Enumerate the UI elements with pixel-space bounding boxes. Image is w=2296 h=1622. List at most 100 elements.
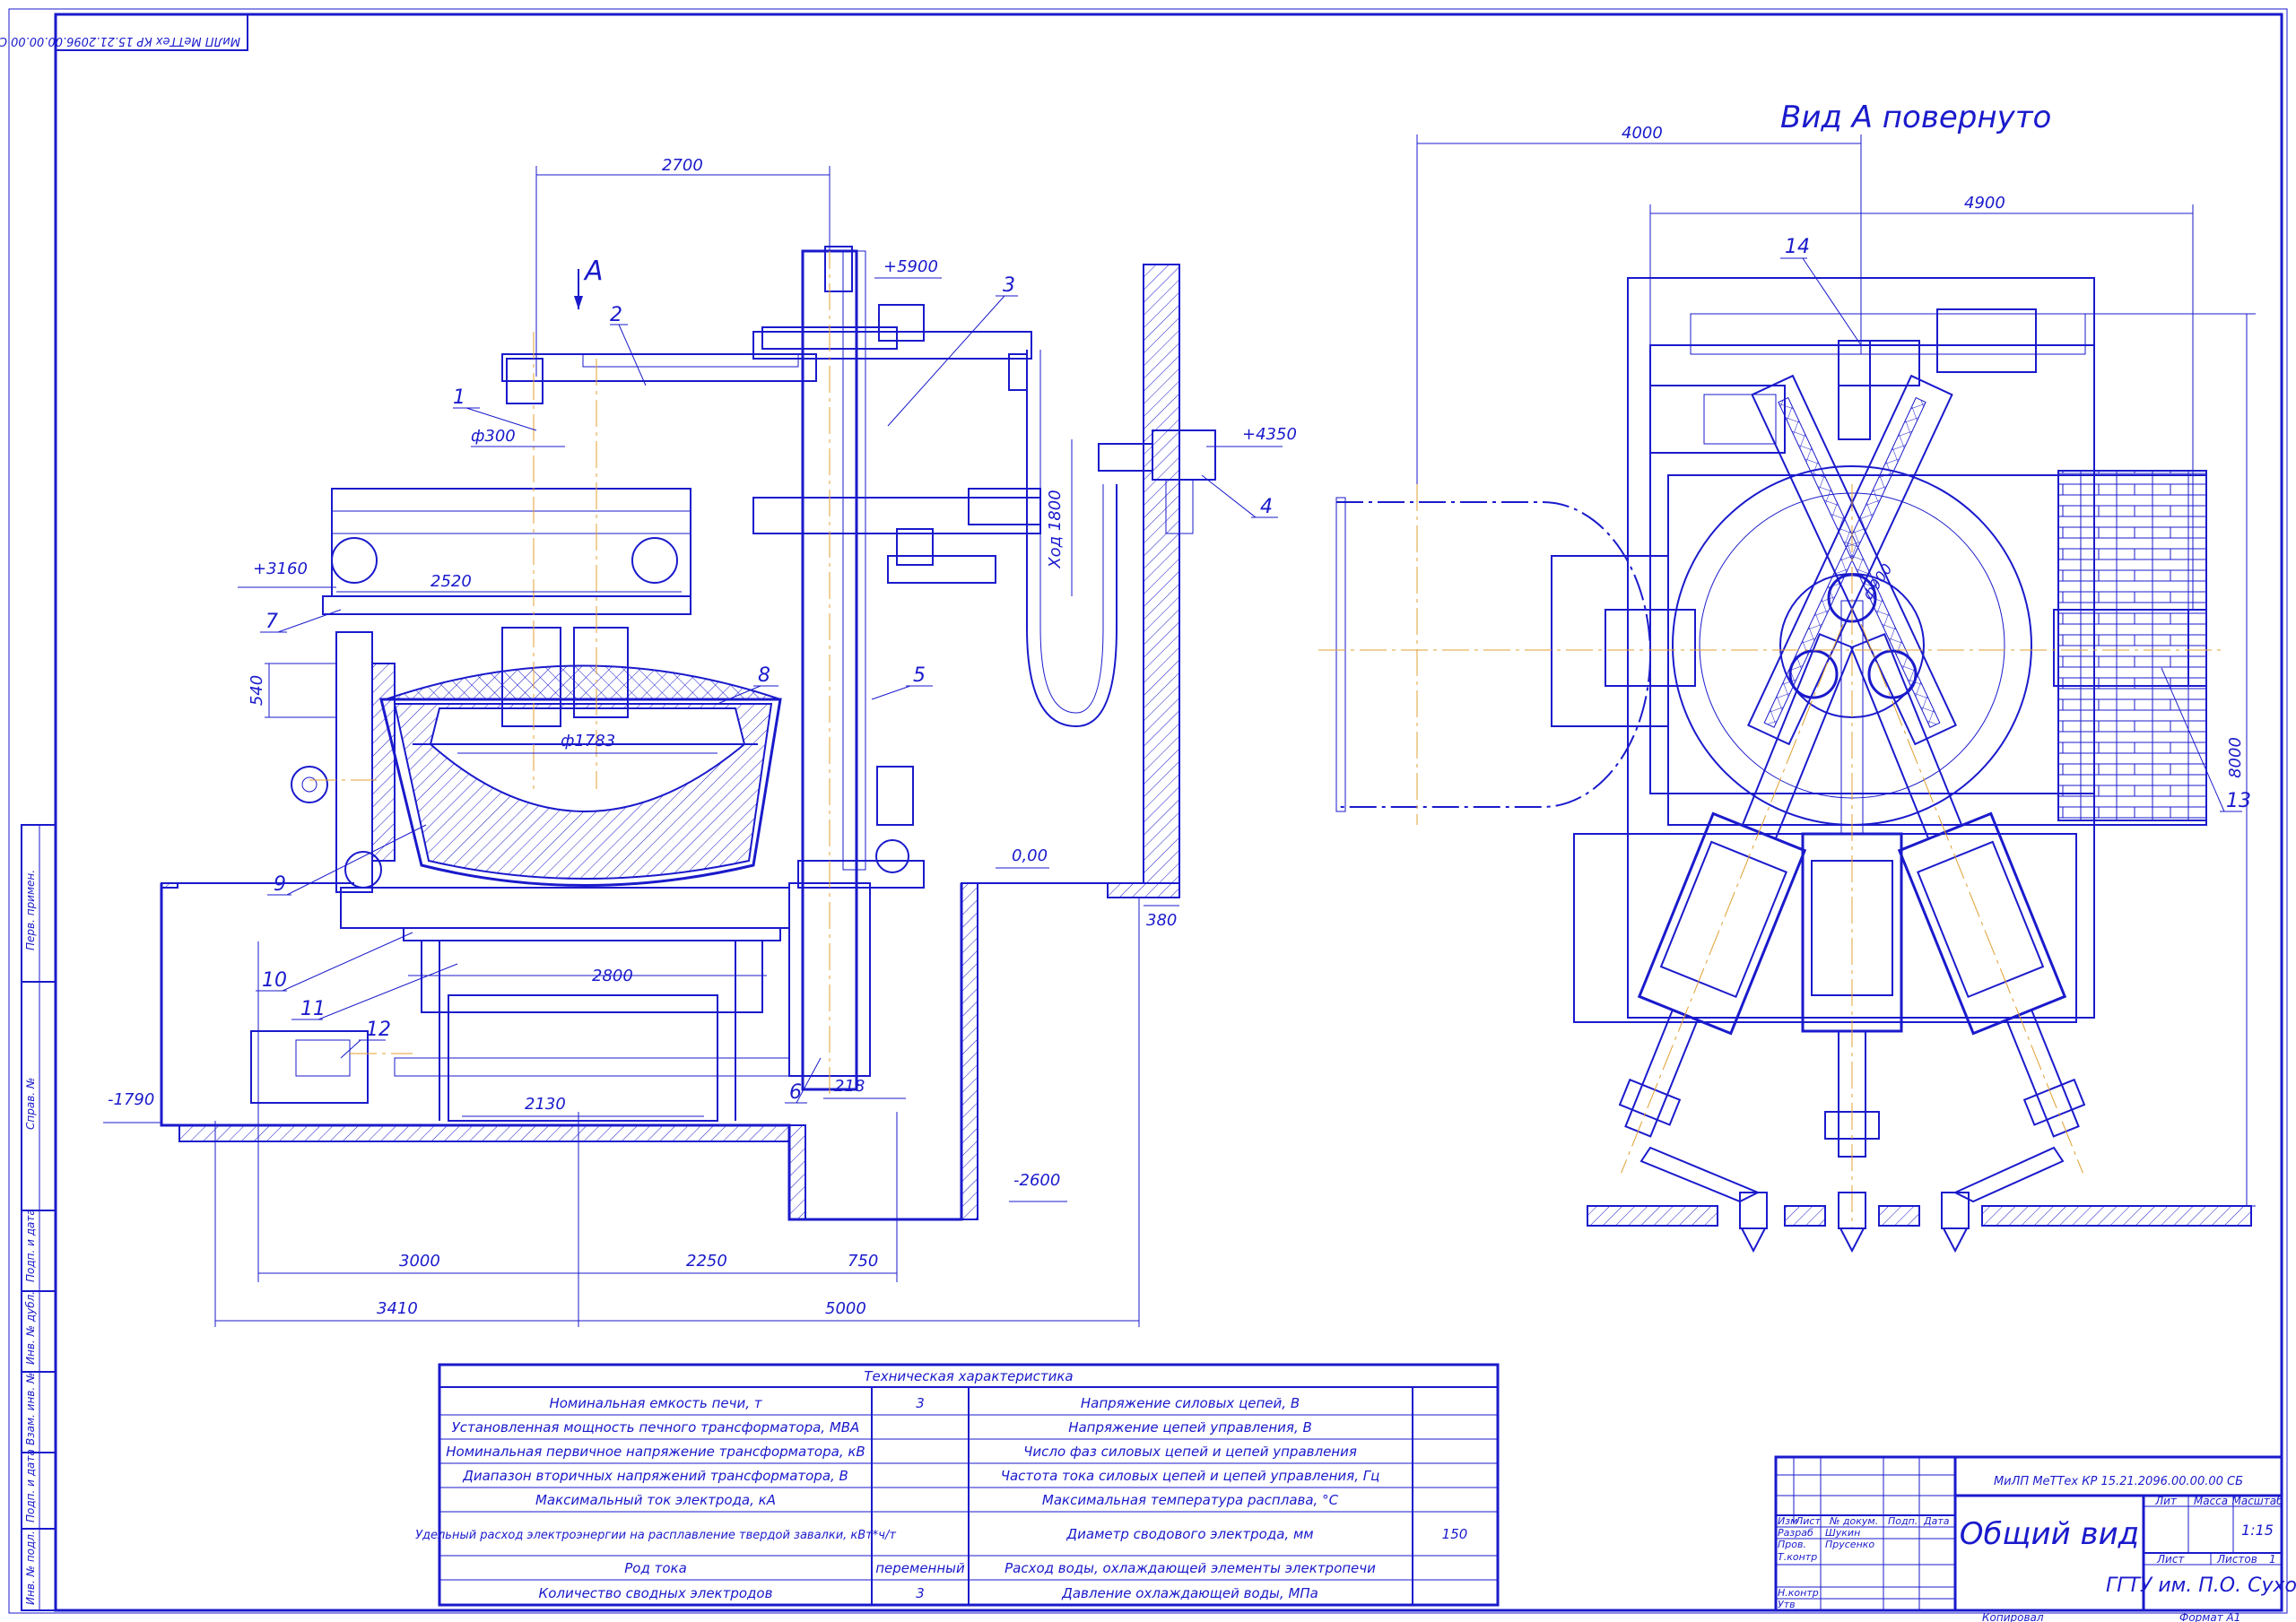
stamp-organization: ГГТУ им. П.О. Сухого xyxy=(2106,1574,2296,1597)
dim-3160: +3160 xyxy=(253,559,308,578)
stamp-format: Формат А1 xyxy=(2179,1611,2240,1622)
callout-7: 7 xyxy=(265,611,278,633)
callout-11: 11 xyxy=(300,998,326,1020)
stamp-name-razrab: Шукин xyxy=(1825,1527,1860,1539)
tech-row-4-rlabel: Частота тока силовых цепей и цепей управ… xyxy=(1001,1468,1380,1484)
tech-table-title: Техническая характеристика xyxy=(864,1368,1073,1384)
stamp-role-razrab: Разраб xyxy=(1778,1527,1813,1539)
stamp-lit-label: Лит xyxy=(2154,1495,2178,1507)
tech-row-6-rvalue: 150 xyxy=(1442,1526,1468,1542)
right-view-dimensions: 4000 4900 8000 ф900 13 14 xyxy=(1416,124,2256,1207)
right-view-title: Вид А повернуто xyxy=(1780,100,2051,135)
tech-row-8-label: Количество сводных электродов xyxy=(539,1585,773,1601)
tech-row-1-rlabel: Напряжение силовых цепей, В xyxy=(1081,1395,1300,1411)
dim-4350: +4350 xyxy=(1242,425,1297,444)
tech-row-8-value: 3 xyxy=(916,1585,925,1601)
strip-label-7: Инв. № подл. xyxy=(24,1531,37,1605)
stamp-code: МиЛП МеТТех КР 15.21.2096.00.00.00 СБ xyxy=(1994,1475,2243,1488)
tech-row-3-rlabel: Число фаз силовых цепей и цепей управлен… xyxy=(1023,1444,1357,1460)
top-code-box: МиЛП МеТТех КР 15.21.2096.00.00.00 СБ xyxy=(0,13,248,51)
stamp-copied: Копировал xyxy=(1982,1611,2044,1622)
stamp-hdr-date: Дата xyxy=(1923,1515,1950,1527)
tech-row-7-label: Род тока xyxy=(624,1560,687,1576)
side-strip: Перв. примен. Справ. № Подп. и дата Инв.… xyxy=(21,824,57,1611)
dim-2130: 2130 xyxy=(525,1095,566,1114)
view-arrow-a: А xyxy=(583,256,604,287)
tech-row-2-rlabel: Напряжение цепей управления, В xyxy=(1068,1419,1312,1436)
callout-12: 12 xyxy=(366,1019,391,1041)
tech-row-7-value: переменный xyxy=(875,1560,965,1576)
tech-row-5-rlabel: Максимальная температура расплава, °С xyxy=(1042,1492,1339,1508)
stamp-hdr-doc: № докум. xyxy=(1829,1515,1878,1527)
callout-10: 10 xyxy=(262,969,287,992)
dim-1790: -1790 xyxy=(108,1090,154,1109)
dim-540: 540 xyxy=(248,675,266,706)
dim-4000: 4000 xyxy=(1622,124,1663,143)
callout-9: 9 xyxy=(274,873,286,896)
tech-row-7-rlabel: Расход воды, охлаждающей элементы электр… xyxy=(1004,1560,1376,1576)
title-block: МиЛП МеТТех КР 15.21.2096.00.00.00 СБ Об… xyxy=(1774,1455,2296,1622)
tech-row-6-label: Удельный расход электроэнергии на распла… xyxy=(415,1529,896,1542)
dim-5000: 5000 xyxy=(825,1299,866,1318)
callout-5: 5 xyxy=(913,664,926,687)
dim-f300: ф300 xyxy=(471,427,516,446)
view-title: Вид А повернуто xyxy=(1780,100,2051,135)
stamp-sheets-count: 1 xyxy=(2269,1553,2276,1566)
dim-2800: 2800 xyxy=(592,967,633,985)
dim-2520: 2520 xyxy=(430,572,472,591)
strip-label-1: Перв. примен. xyxy=(24,870,37,950)
strip-label-3: Подп. и дата xyxy=(24,1209,37,1282)
dim-750: 750 xyxy=(848,1252,878,1271)
tech-row-1-label: Номинальная емкость печи, т xyxy=(549,1395,762,1411)
tech-row-3-label: Номинальная первичное напряжение трансфо… xyxy=(446,1444,865,1460)
stamp-role-nkontr: Н.контр xyxy=(1778,1587,1819,1599)
left-view-dimensions: 2700 +5900 ф300 +4350 Ход 1800 +3160 252… xyxy=(103,156,1297,1327)
callout-3: 3 xyxy=(1003,274,1015,297)
stamp-role-utv: Утв xyxy=(1778,1599,1796,1610)
dim-f1783: ф1783 xyxy=(561,732,615,750)
top-code-text: МиЛП МеТТех КР 15.21.2096.00.00.00 СБ xyxy=(0,34,240,48)
callout-8: 8 xyxy=(758,664,770,687)
stamp-scale-label: Масштаб xyxy=(2231,1495,2283,1507)
strip-label-4: Инв. № дубл. xyxy=(24,1291,37,1365)
dim-5900: +5900 xyxy=(883,257,938,276)
dim-2250: 2250 xyxy=(686,1252,727,1271)
stamp-role-tkontr: Т.контр xyxy=(1778,1551,1817,1563)
dim-3000: 3000 xyxy=(399,1252,440,1271)
callout-6: 6 xyxy=(789,1081,802,1104)
tech-row-6-rlabel: Диаметр сводового электрода, мм xyxy=(1065,1526,1313,1542)
tech-row-2-label: Установленная мощность печного трансформ… xyxy=(452,1419,860,1436)
dim-8000: 8000 xyxy=(2226,737,2245,778)
callout-1: 1 xyxy=(453,386,465,409)
stamp-sheets-label: Листов xyxy=(2216,1553,2257,1566)
tech-row-5-label: Максимальный ток электрода, кА xyxy=(535,1492,776,1508)
stamp-hdr-sign: Подп. xyxy=(1888,1515,1918,1527)
tech-row-8-rlabel: Давление охлаждающей воды, МПа xyxy=(1061,1585,1318,1601)
strip-label-5: Взам. инв. № xyxy=(24,1373,37,1445)
left-view-callouts: А 1 2 3 4 5 6 7 8 9 10 11 12 xyxy=(256,256,1278,1104)
stamp-mass-label: Масса xyxy=(2194,1495,2228,1507)
dim-380: 380 xyxy=(1146,911,1177,930)
stamp-sheet-label: Лист xyxy=(2156,1553,2185,1566)
tech-table: Техническая характеристика Номинальная е… xyxy=(415,1363,1500,1607)
dim-2700: 2700 xyxy=(662,156,703,175)
tech-row-4-label: Диапазон вторичных напряжений трансформа… xyxy=(462,1468,848,1484)
callout-4: 4 xyxy=(1260,496,1273,518)
callout-2: 2 xyxy=(610,304,622,326)
sheet-frame xyxy=(8,8,2288,1614)
stamp-role-prov: Пров. xyxy=(1778,1539,1806,1550)
dim-stroke-1800: Ход 1800 xyxy=(1046,490,1065,568)
dim-000: 0,00 xyxy=(1012,846,1048,865)
stamp-hdr-list: Лист xyxy=(1795,1515,1821,1527)
dim-4900: 4900 xyxy=(1964,194,2005,213)
stamp-title: Общий вид xyxy=(1960,1516,2139,1552)
stamp-name-prov: Прусенко xyxy=(1825,1539,1874,1550)
right-view-furnace xyxy=(1318,277,2252,1253)
tech-row-1-value: 3 xyxy=(916,1395,925,1411)
callout-13: 13 xyxy=(2226,790,2251,812)
strip-label-6: Подп. и дата xyxy=(24,1449,37,1522)
dim-2600: -2600 xyxy=(1013,1171,1060,1190)
strip-label-2: Справ. № xyxy=(24,1078,37,1130)
stamp-hdr-izm: Изм xyxy=(1778,1515,1797,1527)
